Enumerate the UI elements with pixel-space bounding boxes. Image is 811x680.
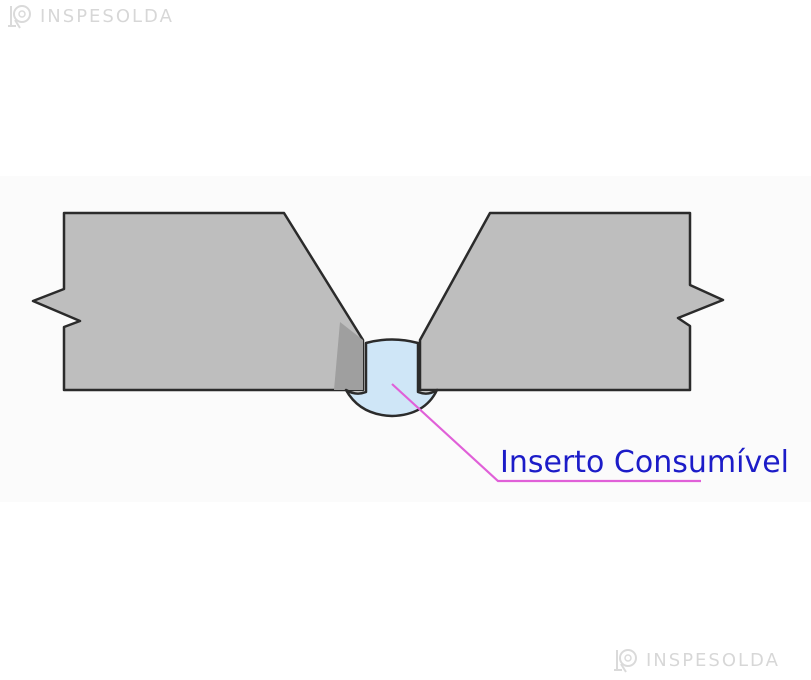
watermark-top: INSPESOLDA [6, 2, 174, 30]
right-plate [418, 211, 725, 392]
watermark-bottom: INSPESOLDA [612, 646, 780, 674]
insert-label: Inserto Consumível [500, 445, 789, 480]
left-bevel-shade [334, 322, 363, 390]
inspesolda-logo-icon [8, 5, 31, 29]
inspesolda-logo-icon [614, 649, 637, 673]
watermark-text: INSPESOLDA [40, 5, 174, 27]
watermark-text: INSPESOLDA [646, 649, 780, 671]
left-plate [31, 211, 365, 392]
leader-line [391, 383, 701, 483]
